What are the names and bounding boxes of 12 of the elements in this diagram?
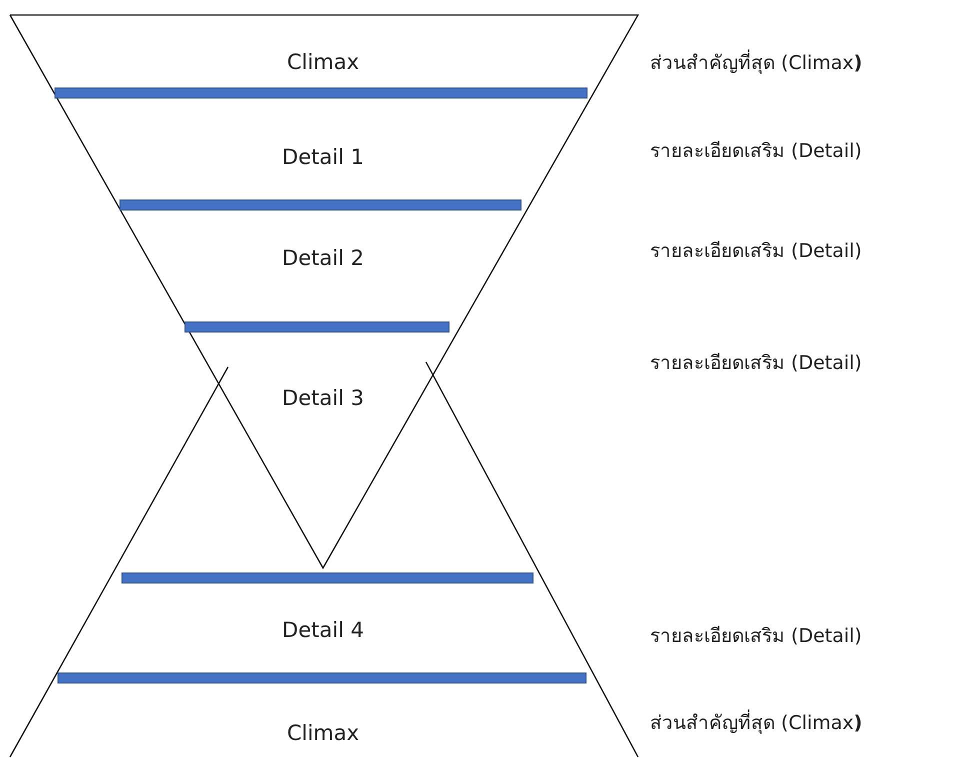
side-note: รายละเอียดเสริม (Detail) xyxy=(650,239,862,264)
section-label: Detail 1 xyxy=(282,145,364,169)
side-note: รายละเอียดเสริม (Detail) xyxy=(650,139,862,164)
section-label: Detail 4 xyxy=(282,618,364,642)
section-label: Detail 2 xyxy=(282,246,364,270)
section-label: Detail 3 xyxy=(282,386,364,410)
side-note: ส่วนสำคัญที่สุด (Climax) xyxy=(650,707,862,737)
section-label: Climax xyxy=(286,50,360,74)
side-note: รายละเอียดเสริม (Detail) xyxy=(650,624,862,649)
side-note: ส่วนสำคัญที่สุด (Climax) xyxy=(650,47,862,77)
section-label: Climax xyxy=(286,721,360,745)
side-note: รายละเอียดเสริม (Detail) xyxy=(650,351,862,376)
